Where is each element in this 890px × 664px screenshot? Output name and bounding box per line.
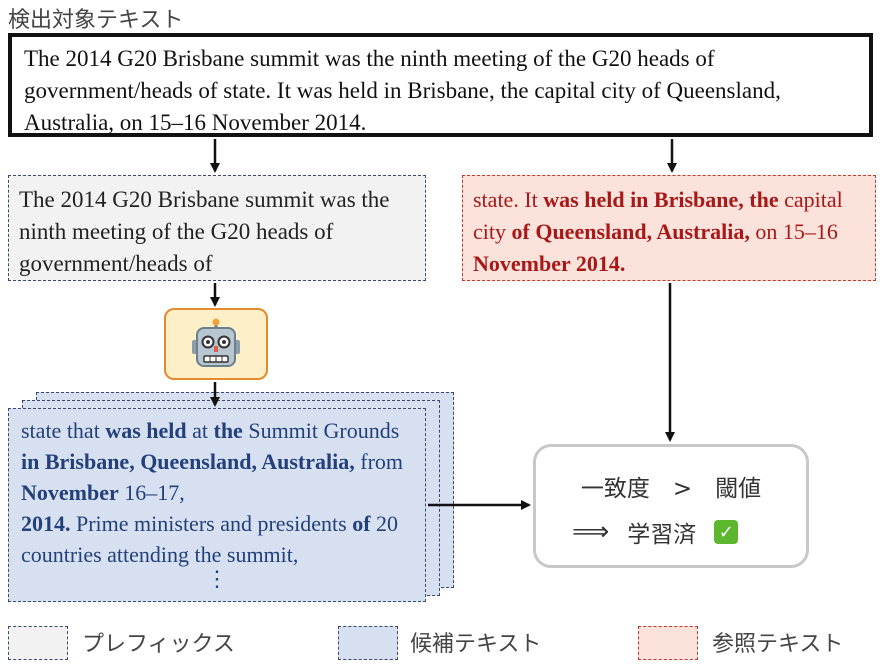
implies-arrow-icon: ⟹ — [572, 517, 610, 547]
candidate-text-bold-3: in Brisbane, Queensland, Australia, — [21, 449, 355, 474]
decision-box: 一致度 > 閾値 ⟹ 学習済 ✓ — [533, 444, 809, 568]
candidate-text-plain-7: 20 countries attending the summit, — [21, 511, 399, 567]
candidate-text-plain-3: Summit Grounds — [242, 418, 400, 443]
candidate-box: state that was held at the Summit Ground… — [8, 408, 426, 602]
legend-reference-swatch — [638, 626, 698, 660]
legend-reference-label: 参照テキスト — [712, 632, 844, 657]
language-model-box — [164, 308, 268, 380]
reference-text-plain-3: on 15–16 — [749, 219, 838, 244]
prefix-text: The 2014 G20 Brisbane summit was the nin… — [19, 187, 390, 276]
memorized-label: 学習済 — [627, 522, 697, 548]
check-mark-icon: ✓ — [714, 520, 739, 544]
prefix-box: The 2014 G20 Brisbane summit was the nin… — [8, 175, 426, 281]
reference-text-plain-1: state. It — [473, 187, 544, 212]
candidate-text-bold-6: of — [352, 511, 371, 536]
legend-prefix-swatch — [8, 626, 68, 660]
candidate-ellipsis: ⋮ — [206, 566, 228, 591]
top-label: 検出対象テキスト — [8, 8, 184, 33]
robot-icon — [192, 318, 240, 367]
candidate-text-bold-4: November — [21, 480, 119, 505]
similarity-threshold-condition: 一致度 > 閾値 — [580, 476, 762, 502]
candidate-text-bold-2: the — [213, 418, 243, 443]
legend-prefix-label: プレフィックス — [82, 632, 235, 657]
candidate-text-plain-2: at — [186, 418, 214, 443]
legend-candidate-label: 候補テキスト — [410, 632, 542, 657]
source-text: The 2014 G20 Brisbane summit was the nin… — [24, 46, 781, 135]
reference-text-bold-1: was held in Brisbane, the — [543, 187, 779, 212]
source-text-box: The 2014 G20 Brisbane summit was the nin… — [8, 33, 873, 137]
candidate-text-plain-4: from — [354, 449, 404, 474]
candidate-text-bold-5: 2014. — [21, 511, 71, 536]
legend-candidate-swatch — [338, 626, 398, 660]
reference-text-bold-2: of Queensland, Australia, — [511, 219, 750, 244]
candidate-text-plain-5: 16–17, — [118, 480, 185, 505]
candidate-text-bold-1: was held — [105, 418, 187, 443]
candidate-text-plain-6: Prime ministers and presidents — [70, 511, 353, 536]
reference-box: state. It was held in Brisbane, the capi… — [462, 175, 876, 281]
candidate-text-plain-1: state that — [21, 418, 106, 443]
decision-result-row: ⟹ 学習済 ✓ — [572, 515, 739, 549]
reference-text-bold-3: November 2014. — [473, 251, 626, 276]
reference-text-plain-2: capital city — [473, 187, 843, 244]
